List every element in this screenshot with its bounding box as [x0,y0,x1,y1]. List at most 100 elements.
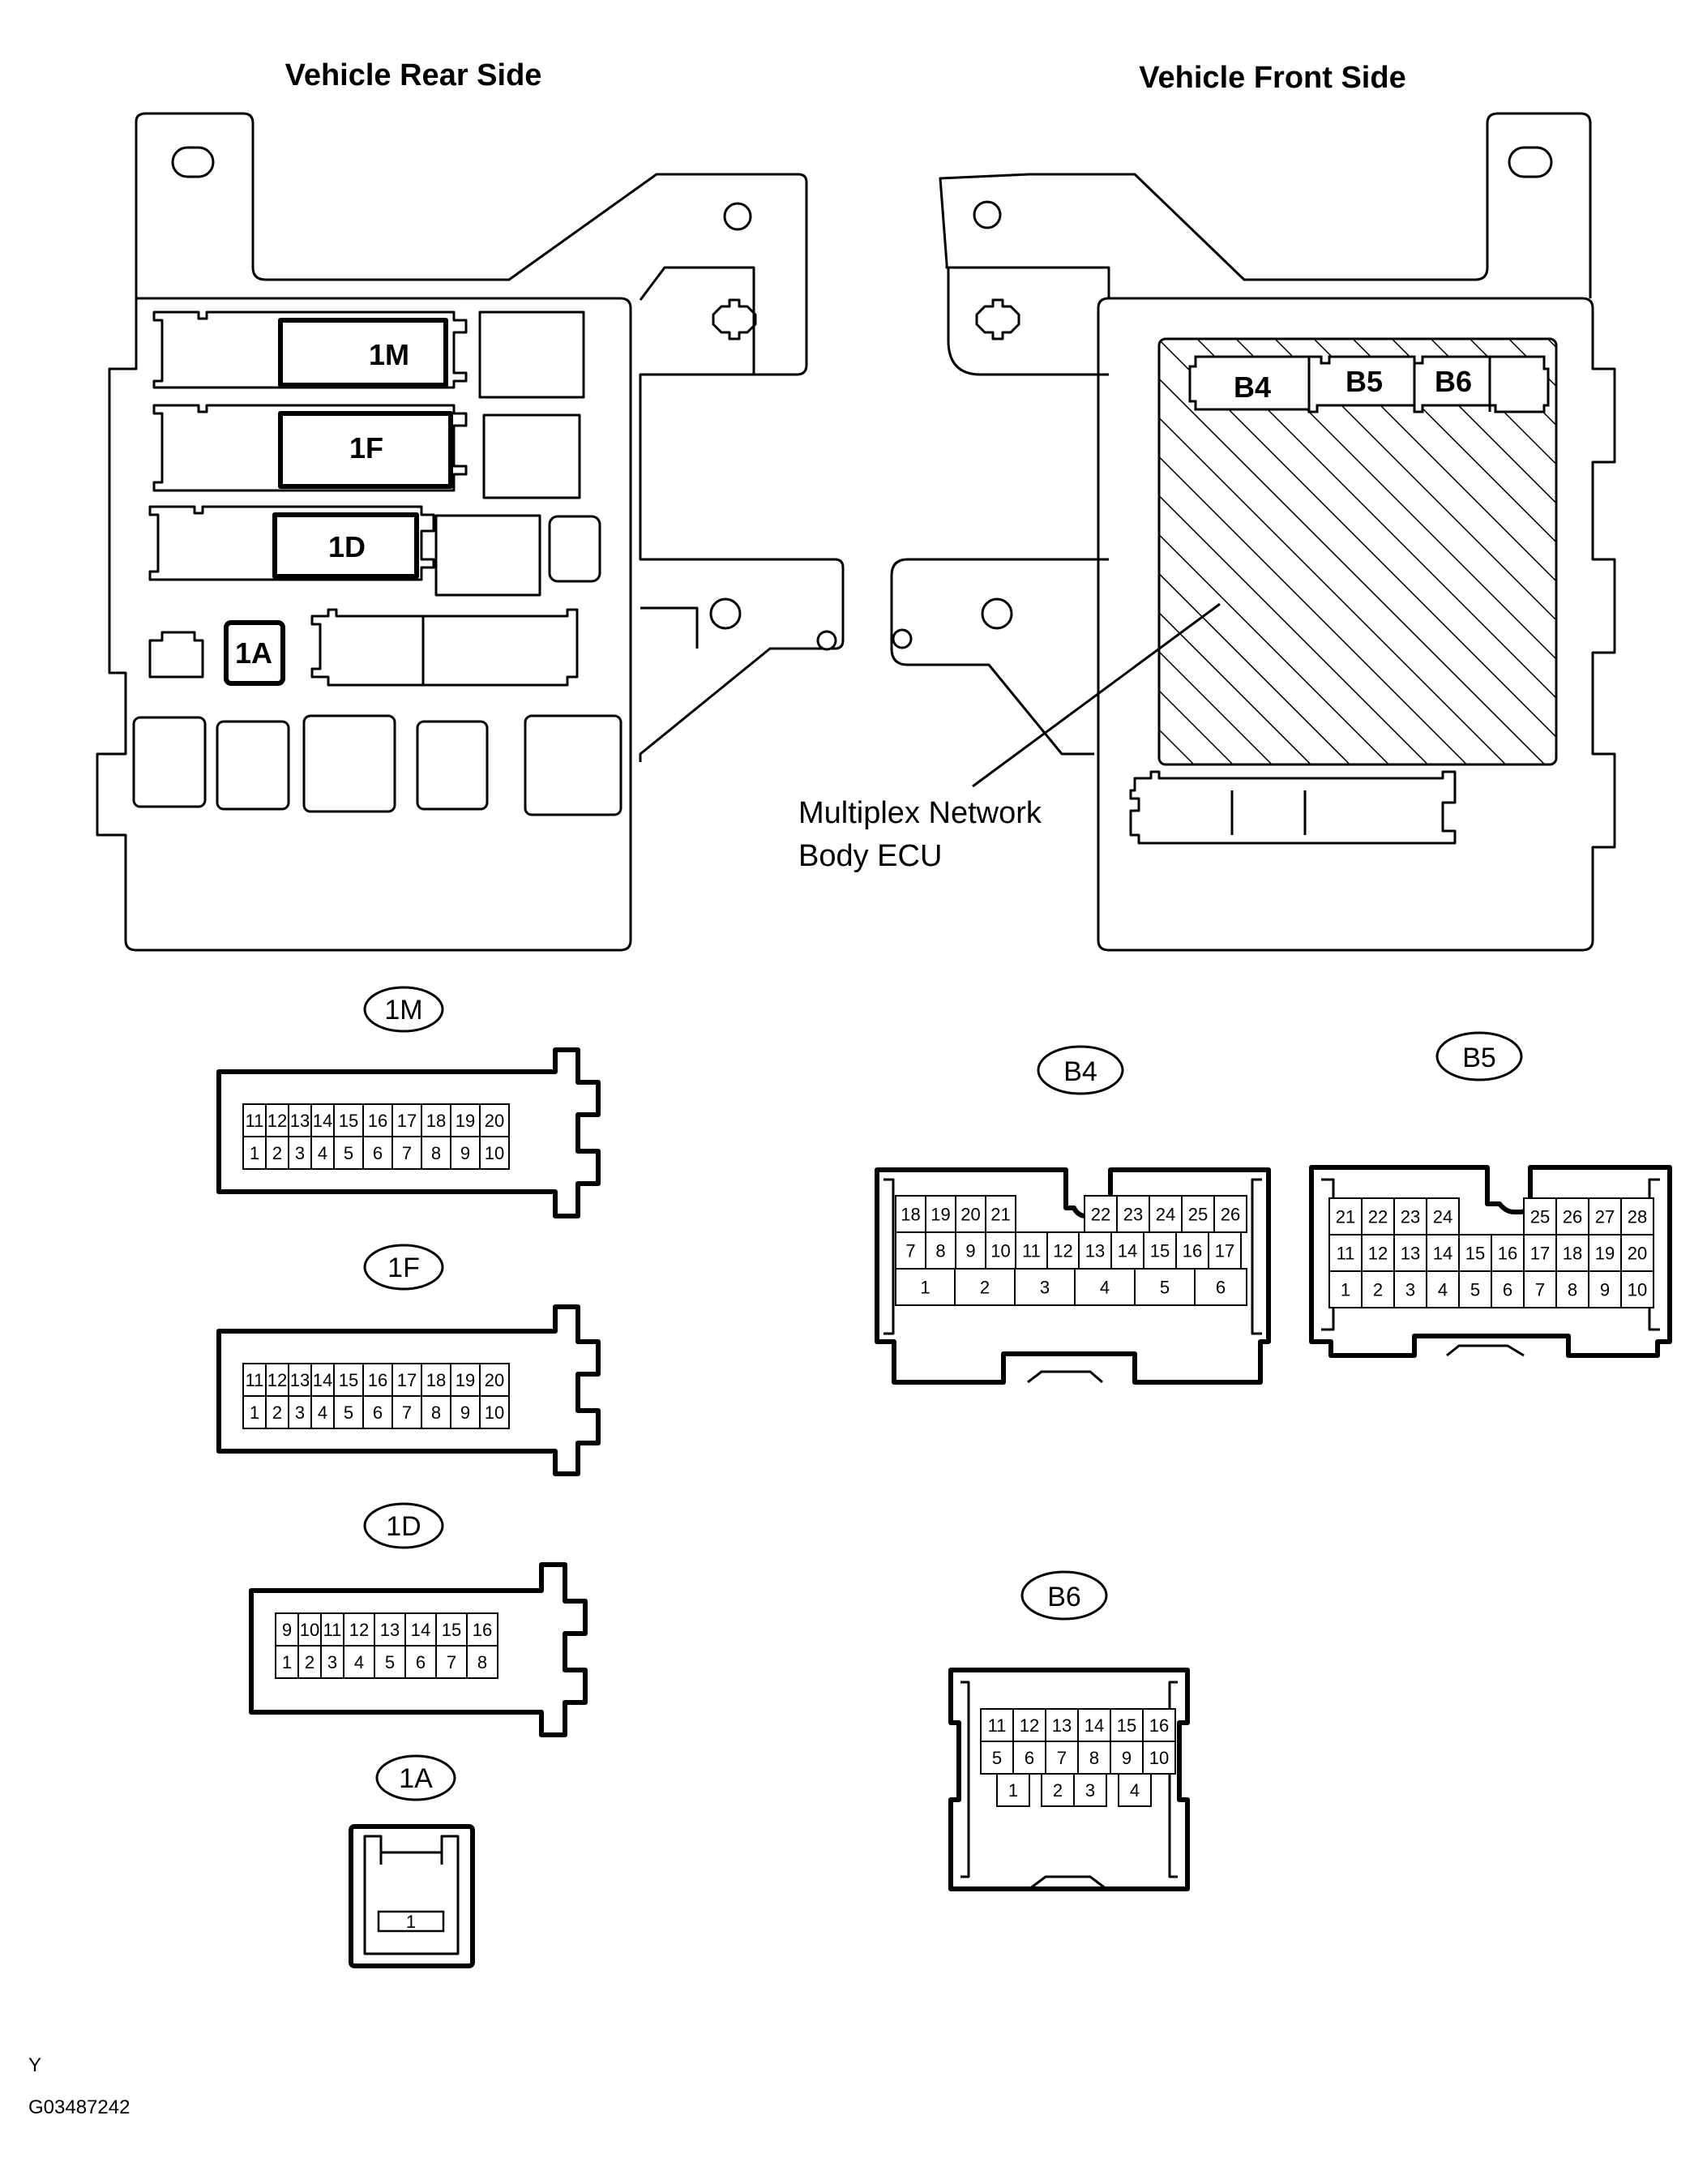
pins-1m-pin-number: 11 [246,1111,264,1131]
pins-b4-pin-number: 7 [905,1241,915,1261]
pins-b4-pin-number: 25 [1188,1205,1208,1225]
pins-b4-pin-cell [1208,1231,1242,1270]
pins-1f-pin-cell [333,1363,364,1397]
pins-1m-pin-number: 15 [339,1111,358,1131]
pins-1d-pin-number: 5 [385,1652,395,1672]
pins-1m-pin-number: 1 [250,1143,259,1163]
mount-hole [892,628,913,649]
pins-b6-pin-cell [1110,1741,1144,1775]
slot-b6-label[interactable]: B6 [1435,365,1472,398]
pins-1m-pin-number: 18 [426,1111,446,1131]
mount-hole [816,630,837,651]
connector-1a-tag [375,1754,456,1801]
footer-code: G03487242 [28,2096,130,2118]
pins-b4-pin-number: 13 [1085,1241,1105,1261]
slot-b5-label[interactable]: B5 [1345,365,1383,398]
pins-1f-pin-number: 18 [426,1370,446,1390]
front-junction-block: B4 B5 B6 Multiplex Network Body ECU [798,112,1616,952]
pins-1m-pin-cell [333,1136,364,1170]
pins-b4-pin-cell [1015,1231,1048,1270]
pins-b6-pin-number: 1 [1008,1780,1018,1801]
ecu-label-line1: Multiplex Network [798,796,1042,830]
pins-b5-pin-cell [1620,1234,1654,1272]
pins-1d-pin-cell [435,1612,468,1647]
pins-b5-pin-cell [1361,1197,1395,1235]
pins-b6-pin-number: 5 [992,1748,1002,1768]
slot-1d[interactable] [272,512,419,579]
pins-b5-pin-number: 8 [1568,1280,1577,1300]
pins-1m-pin-cell [479,1136,510,1170]
pins-b5-pin-cell [1328,1270,1363,1308]
connector-1a[interactable]: 1A 1 [349,1754,475,1968]
pins-1f-pin-number: 17 [397,1370,417,1390]
pins-b6-pin-number: 3 [1085,1780,1095,1801]
mount-hole [981,597,1013,630]
pins-b5-pin-cell [1588,1270,1622,1308]
footer-letter: Y [28,2054,41,2076]
pins-b5-pin-cell [1458,1270,1492,1308]
pins-b4-pin-number: 18 [901,1205,920,1225]
pins-1m-pin-number: 17 [397,1111,417,1131]
pins-b5-pin-cell [1426,1270,1460,1308]
slot-1a-label: 1A [235,636,272,670]
pins-b5-pin-number: 16 [1498,1244,1517,1264]
slot-1a[interactable] [224,620,285,686]
pins-1d-pin-number: 13 [380,1620,400,1640]
pins-1m-pin-number: 14 [313,1111,332,1131]
pins-b4-pin-number: 5 [1160,1278,1170,1298]
pins-b5-pin-cell [1328,1234,1363,1272]
pins-1f-pin-number: 11 [246,1370,264,1390]
pins-1m-pin-number: 4 [318,1143,327,1163]
pins-1d-pin-cell [404,1645,437,1679]
pins-1f-pin-cell [362,1363,393,1397]
pins-1f-pin-number: 7 [402,1402,412,1423]
pins-b5-pin-number: 5 [1470,1280,1480,1300]
mount-hole [712,298,757,340]
rear-bracket [135,112,845,762]
pins-b4-pin-number: 20 [960,1205,980,1225]
pins-1f-pin-number: 3 [295,1402,305,1423]
ecu-hatched-area[interactable] [1157,337,1558,766]
pins-b5-pin-cell [1491,1234,1525,1272]
slot-1m-label: 1M [369,338,409,371]
pins-1f-pin-number: 1 [250,1402,259,1423]
pins-1d-pin-number: 9 [282,1620,292,1640]
title-front-side: Vehicle Front Side [1139,61,1405,95]
pins-b6-pin-number: 10 [1149,1748,1169,1768]
pins-b4-pin-number: 14 [1118,1241,1137,1261]
pins-b5-pin-number: 7 [1535,1280,1545,1300]
connector-b6-rails [960,1681,1178,1878]
pins-b6-pin-number: 2 [1053,1780,1063,1801]
pins-b6-pin-number: 12 [1020,1715,1039,1736]
relay-slot [132,716,207,808]
mount-hole [975,298,1020,340]
pins-1d-pin-cell [275,1612,299,1647]
pins-1m-pin-number: 2 [272,1143,282,1163]
slot-1f-label: 1F [349,431,383,465]
pins-1m-pin-number: 19 [456,1111,475,1131]
pins-1d-pin-number: 15 [442,1620,461,1640]
mount-hole [973,200,1002,229]
slot-1m[interactable] [278,318,448,388]
pins-1m-pin-cell [450,1103,481,1137]
pins-1f-pin-cell [362,1395,393,1429]
mount-hole [723,202,752,231]
pins-1f-pin-number: 2 [272,1402,282,1423]
connector-1m-label: 1M [384,995,422,1026]
slot-1f[interactable] [278,411,453,489]
connector-1d-label: 1D [386,1511,421,1542]
pins-b5-pin-number: 13 [1401,1244,1420,1264]
pins-b6-pin-number: 14 [1085,1715,1104,1736]
pins-1d-pin-number: 3 [327,1652,337,1672]
pins-b5-pin-number: 19 [1595,1244,1615,1264]
connector-b6-tag [1020,1570,1108,1621]
pins-b5-pin-number: 23 [1401,1207,1420,1227]
slot-b4-label[interactable]: B4 [1234,370,1271,404]
